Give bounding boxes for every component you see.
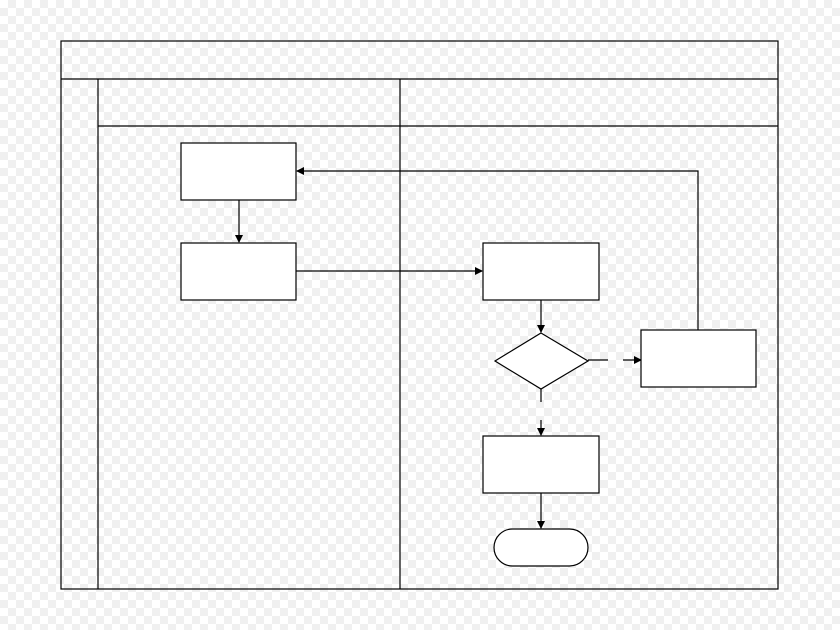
process-box-2 [180, 242, 297, 301]
pool-frame [60, 40, 779, 590]
process-box-right [640, 329, 757, 388]
process-box-4 [482, 435, 600, 494]
process-box-3 [482, 242, 600, 301]
arrow-loop-back [296, 167, 699, 330]
decision-diamond [493, 332, 590, 390]
process-box-1 [180, 142, 297, 201]
terminator-end [493, 528, 589, 567]
